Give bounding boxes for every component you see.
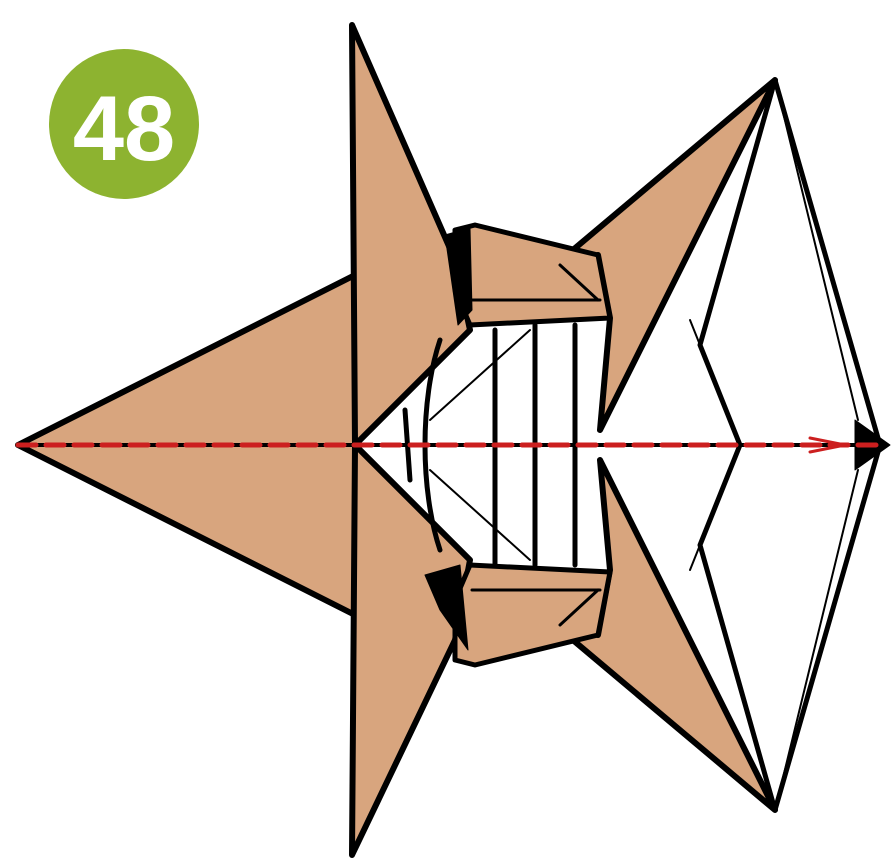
step-badge: 48: [49, 49, 199, 199]
step-number: 48: [73, 78, 175, 180]
